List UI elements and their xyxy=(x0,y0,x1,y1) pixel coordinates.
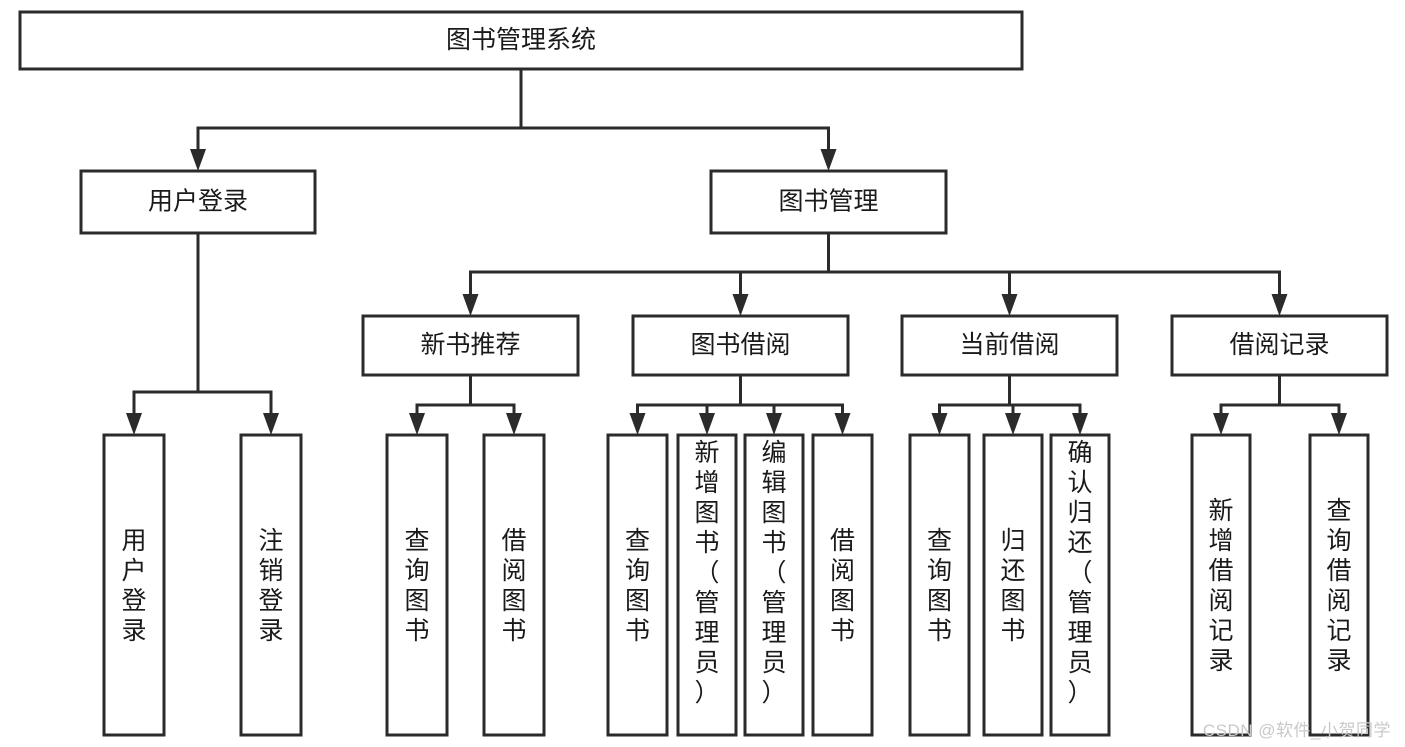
node-label: 查询借阅记录 xyxy=(1326,497,1351,675)
node-label: 图书借阅 xyxy=(690,331,790,359)
arrow-head-icon xyxy=(820,149,837,171)
node-leaf-query-book-1[interactable]: 查询图书 xyxy=(385,433,449,737)
node-leaf-add-book[interactable]: 新增图书（管理员） xyxy=(676,433,738,737)
node-leaf-borrow-book-1[interactable]: 借阅图书 xyxy=(482,433,546,737)
node-label: 查询图书 xyxy=(625,527,650,645)
node-box[interactable] xyxy=(1170,314,1389,377)
arrow-head-icon xyxy=(699,413,715,435)
node-box[interactable] xyxy=(385,433,449,737)
node-layer: 图书管理系统用户登录图书管理新书推荐图书借阅当前借阅借阅记录用户登录注销登录查询… xyxy=(18,10,1389,737)
node-current[interactable]: 当前借阅 xyxy=(900,314,1119,377)
node-leaf-add-record[interactable]: 新增借阅记录 xyxy=(1190,433,1252,737)
arrow-head-icon xyxy=(732,294,749,316)
arrow-head-icon xyxy=(1001,294,1018,316)
node-leaf-confirm-return[interactable]: 确认归还（管理员） xyxy=(1049,433,1111,737)
arrow-head-icon xyxy=(1331,413,1347,435)
node-box[interactable] xyxy=(676,433,738,737)
node-label: 新增借阅记录 xyxy=(1208,497,1233,675)
arrow-head-icon xyxy=(190,149,206,171)
node-box[interactable] xyxy=(239,433,303,737)
node-leaf-user-logout[interactable]: 注销登录 xyxy=(239,433,303,737)
node-box[interactable] xyxy=(811,433,874,737)
node-box[interactable] xyxy=(1049,433,1111,737)
node-label: 借阅图书 xyxy=(830,527,855,645)
arrow-head-icon xyxy=(126,413,142,435)
arrow-head-icon xyxy=(409,413,425,435)
node-borrow[interactable]: 图书借阅 xyxy=(631,314,850,377)
node-leaf-edit-book[interactable]: 编辑图书（管理员） xyxy=(743,433,805,737)
node-newbook[interactable]: 新书推荐 xyxy=(361,314,580,377)
node-label: 查询图书 xyxy=(927,527,952,645)
node-leaf-user-login[interactable]: 用户登录 xyxy=(102,433,166,737)
node-label: 归还图书 xyxy=(1000,527,1025,645)
arrow-head-icon xyxy=(1072,413,1088,435)
watermark-label: CSDN @软件_小贺同学 xyxy=(1202,721,1391,740)
node-box[interactable] xyxy=(1190,433,1252,737)
node-box[interactable] xyxy=(102,433,166,737)
arrow-head-icon xyxy=(462,294,479,316)
node-label: 用户登录 xyxy=(121,527,146,645)
arrow-head-icon xyxy=(766,413,782,435)
node-box[interactable] xyxy=(743,433,805,737)
node-login[interactable]: 用户登录 xyxy=(79,169,317,235)
arrow-head-icon xyxy=(506,413,522,435)
node-label: 编辑图书（管理员） xyxy=(761,439,786,707)
arrow-head-icon xyxy=(1271,294,1288,316)
node-box[interactable] xyxy=(631,314,850,377)
node-label: 当前借阅 xyxy=(959,331,1059,359)
node-box[interactable] xyxy=(908,433,971,737)
connector-layer xyxy=(126,67,1347,435)
node-leaf-query-book-2[interactable]: 查询图书 xyxy=(606,433,669,737)
node-label: 借阅记录 xyxy=(1229,331,1329,359)
arrow-head-icon xyxy=(1213,413,1229,435)
node-label: 确认归还（管理员） xyxy=(1067,439,1092,707)
node-root[interactable]: 图书管理系统 xyxy=(18,10,1024,71)
node-box[interactable] xyxy=(482,433,546,737)
node-box[interactable] xyxy=(900,314,1119,377)
node-label: 新书推荐 xyxy=(420,331,520,359)
node-record[interactable]: 借阅记录 xyxy=(1170,314,1389,377)
arrow-head-icon xyxy=(834,413,851,435)
node-box[interactable] xyxy=(606,433,669,737)
node-box[interactable] xyxy=(18,10,1024,71)
arrow-head-icon xyxy=(931,413,948,435)
arrow-head-icon xyxy=(629,413,646,435)
arrow-head-icon xyxy=(1005,413,1021,435)
node-label: 用户登录 xyxy=(148,188,248,216)
node-box[interactable] xyxy=(361,314,580,377)
node-label: 注销登录 xyxy=(258,527,283,645)
node-leaf-borrow-book-2[interactable]: 借阅图书 xyxy=(811,433,874,737)
node-leaf-query-book-3[interactable]: 查询图书 xyxy=(908,433,971,737)
arrow-head-icon xyxy=(263,413,279,435)
node-box[interactable] xyxy=(79,169,317,235)
node-box[interactable] xyxy=(982,433,1044,737)
node-label: 新增图书（管理员） xyxy=(694,439,719,707)
node-box[interactable] xyxy=(1308,433,1370,737)
node-label: 借阅图书 xyxy=(501,527,526,645)
node-leaf-return-book[interactable]: 归还图书 xyxy=(982,433,1044,737)
node-label: 查询图书 xyxy=(404,527,429,645)
node-leaf-query-record[interactable]: 查询借阅记录 xyxy=(1308,433,1370,737)
node-bookmgmt[interactable]: 图书管理 xyxy=(709,169,948,235)
node-label: 图书管理 xyxy=(778,188,878,216)
node-label: 图书管理系统 xyxy=(446,26,596,54)
node-box[interactable] xyxy=(709,169,948,235)
